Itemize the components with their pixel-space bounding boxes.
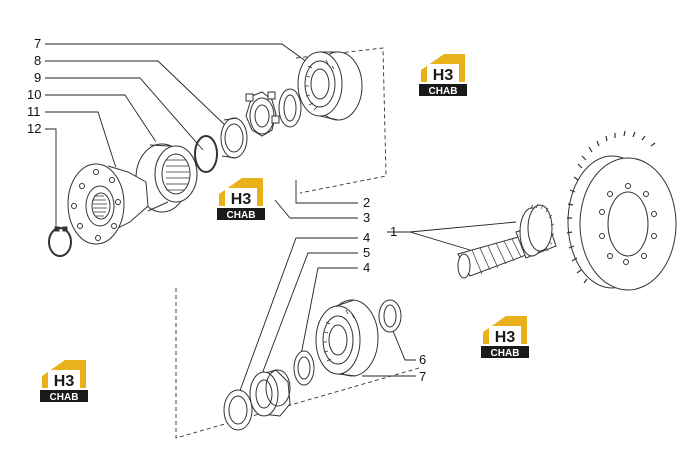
callout-12: 12	[27, 121, 41, 136]
logo-inner-panel	[427, 64, 459, 82]
parts	[48, 51, 677, 431]
circlip	[48, 226, 72, 257]
callout-1: 1	[390, 224, 397, 239]
lower-group-outline	[175, 288, 420, 439]
logo-word-bar	[419, 84, 467, 96]
drive-flange	[67, 162, 149, 245]
callout-7-bottom: 7	[419, 369, 426, 384]
lower-small-washer	[378, 299, 402, 333]
o-ring	[194, 135, 218, 173]
logo-word-text: CHAB	[429, 86, 458, 97]
callout-6: 6	[419, 352, 426, 367]
sleeve-housing	[135, 132, 198, 213]
logo-mark-text: H3	[54, 373, 75, 390]
logo-word-text: CHAB	[491, 348, 520, 359]
logo-mark-text: H3	[231, 191, 252, 208]
logo-word-bar	[40, 390, 88, 402]
upper-bearing	[297, 51, 363, 121]
logo-inner-panel	[225, 188, 257, 206]
logo-mark-text: H3	[433, 67, 454, 84]
logo-inner-panel	[48, 370, 80, 388]
lower-washer-inner	[293, 350, 315, 386]
lower-washer-outer	[223, 389, 253, 431]
callout-9: 9	[34, 70, 41, 85]
callout-labels: 7 8 9 10 11 12 2 3 4 5 4 1 6 7	[27, 36, 426, 384]
pinion-shaft	[457, 203, 557, 279]
callout-4-upper: 4	[363, 230, 370, 245]
callout-4-lower: 4	[363, 260, 370, 275]
callout-2: 2	[363, 195, 370, 210]
logo-word-text: CHAB	[50, 392, 79, 403]
lower-bearing	[315, 299, 379, 377]
callout-3: 3	[363, 210, 370, 225]
castle-nut	[245, 91, 280, 137]
logo-word-text: CHAB	[227, 210, 256, 221]
callout-5: 5	[363, 245, 370, 260]
lower-collar	[249, 369, 291, 417]
callout-11: 11	[27, 104, 41, 119]
logo-inner-panel	[489, 326, 521, 344]
spacer-ring	[220, 117, 248, 159]
ring-gear	[566, 130, 677, 291]
logo-word-bar	[217, 208, 265, 220]
callout-8: 8	[34, 53, 41, 68]
logo-word-bar	[481, 346, 529, 358]
logo-mark-text: H3	[495, 329, 516, 346]
upper-washer	[278, 88, 302, 128]
callout-10: 10	[27, 87, 41, 102]
leader-lines	[45, 43, 517, 397]
callout-7-top: 7	[34, 36, 41, 51]
